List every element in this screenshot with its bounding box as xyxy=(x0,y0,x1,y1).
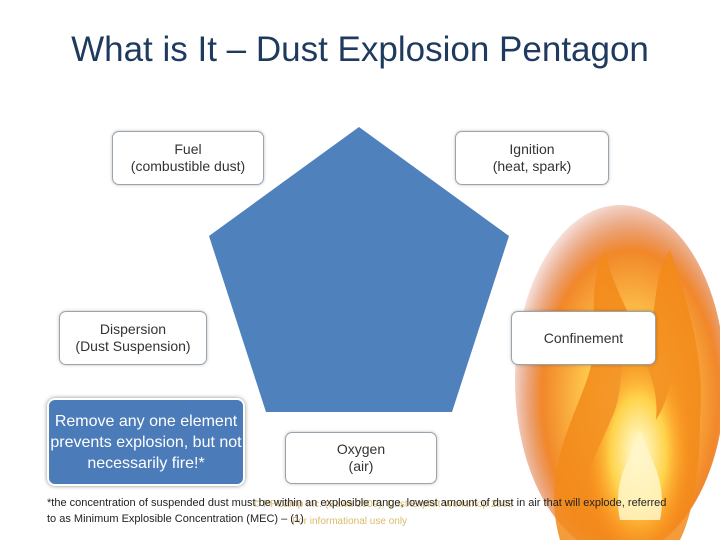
pentagon-shape xyxy=(209,127,509,412)
fuel-label: Fuel xyxy=(174,141,202,157)
ignition-sublabel: (heat, spark) xyxy=(492,158,572,174)
oxygen-sublabel: (air) xyxy=(348,458,374,474)
page-title: What is It – Dust Explosion Pentagon xyxy=(71,30,649,69)
flame-image xyxy=(515,205,720,540)
confinement-label: Confinement xyxy=(543,329,624,346)
dispersion-sublabel: (Dust Suspension) xyxy=(75,338,191,354)
ignition-node: Ignition (heat, spark) xyxy=(455,131,609,185)
callout-box: Remove any one element prevents explosio… xyxy=(47,398,245,486)
callout-text: Remove any one element prevents explosio… xyxy=(50,412,242,472)
oxygen-node: Oxygen (air) xyxy=(285,432,437,484)
ignition-label: Ignition xyxy=(509,141,555,157)
oxygen-label: Oxygen xyxy=(336,441,386,457)
watermark-line-1: © PPCamp Inc. (Sawa 2009), Dust Exploit … xyxy=(253,499,514,510)
fuel-node: Fuel (combustible dust) xyxy=(112,131,264,185)
dispersion-label: Dispersion xyxy=(99,321,167,337)
fuel-sublabel: (combustible dust) xyxy=(130,158,246,174)
watermark-line-2: For informational use only xyxy=(292,516,408,527)
confinement-node: Confinement xyxy=(511,311,656,365)
dispersion-node: Dispersion (Dust Suspension) xyxy=(59,311,207,365)
footnote: *the concentration of suspended dust mus… xyxy=(47,497,667,525)
